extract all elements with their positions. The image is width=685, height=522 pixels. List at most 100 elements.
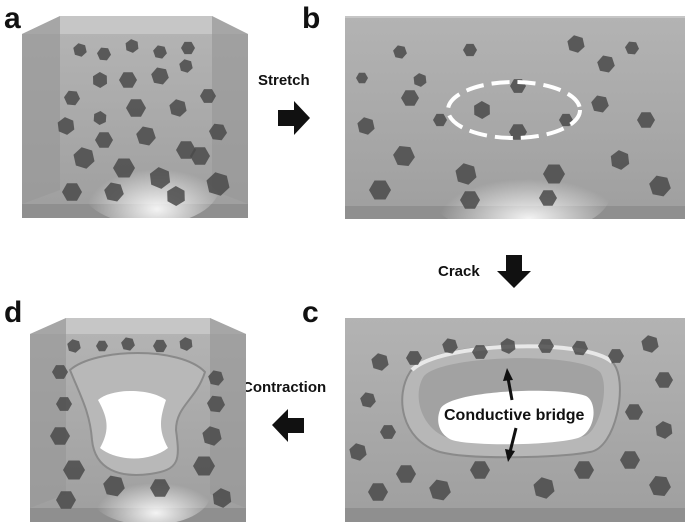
hexagonal-flake — [567, 35, 585, 53]
hexagonal-flake — [207, 395, 225, 413]
hexagonal-flake — [63, 460, 85, 480]
hexagonal-flake — [574, 461, 594, 479]
hexagonal-flake — [369, 180, 391, 200]
hexagonal-flake — [608, 349, 624, 363]
block-a-right-side — [212, 16, 248, 204]
hexagonal-flake — [193, 456, 215, 476]
block-c-bottom-edge — [345, 508, 685, 522]
hexagonal-flake — [433, 113, 447, 127]
hexagonal-flake — [150, 479, 170, 497]
hexagonal-flake — [396, 465, 416, 483]
block-d-left-side — [30, 318, 66, 508]
conductive-bridge-label: Conductive bridge — [444, 407, 585, 424]
hexagonal-flake — [591, 95, 609, 113]
hexagonal-flake — [360, 392, 376, 408]
block-d-top — [30, 318, 246, 334]
bridge-arrowhead-down-icon — [505, 449, 515, 462]
hexagonal-flake — [56, 397, 72, 411]
hexagonal-flake — [620, 451, 640, 469]
highlight-b — [430, 155, 610, 235]
hexagonal-flake — [393, 45, 407, 59]
hexagonal-flake — [67, 339, 81, 353]
hexagonal-flake — [649, 476, 671, 496]
dashed-ellipse-crack-zone — [446, 80, 582, 140]
hexagonal-flake — [597, 55, 615, 73]
hexagonal-flake — [52, 365, 68, 379]
hexagonal-flake — [208, 370, 224, 386]
hexagonal-flake — [121, 337, 135, 351]
hexagonal-flake — [202, 426, 222, 446]
hexagonal-flake — [470, 461, 490, 479]
hexagonal-flake — [125, 39, 139, 53]
hexagonal-flake — [153, 339, 167, 353]
hexagonal-flake — [73, 147, 95, 169]
hexagonal-flake — [655, 372, 673, 388]
contraction-label: Contraction — [242, 379, 326, 396]
hexagonal-flake — [460, 191, 480, 209]
hexagonal-flake — [610, 150, 630, 170]
hexagonal-flake — [96, 340, 108, 352]
hexagonal-flake — [538, 339, 554, 353]
panel-d: d — [4, 296, 246, 522]
flakes-a — [57, 39, 230, 206]
hexagonal-flake — [401, 90, 419, 106]
panel-c: Conductive bridge c — [302, 296, 685, 522]
hexagonal-flake — [533, 477, 555, 499]
hexagonal-flake — [50, 427, 70, 445]
hexagonal-flake — [349, 443, 367, 461]
hexagonal-flake — [151, 67, 169, 85]
hexagonal-flake — [474, 101, 490, 119]
panel-letter-a: a — [4, 2, 21, 35]
hexagonal-flake — [119, 72, 137, 88]
hexagonal-flake — [56, 491, 76, 509]
hexagonal-flake — [429, 479, 451, 501]
hexagonal-flake — [559, 113, 573, 127]
hexagonal-flake — [406, 351, 422, 365]
hexagonal-flake — [169, 99, 187, 117]
hexagonal-flake — [57, 117, 75, 135]
hexagonal-flake — [62, 183, 82, 201]
hexagonal-flake — [206, 172, 230, 196]
hexagonal-flake — [463, 43, 477, 57]
hexagonal-flake — [179, 337, 193, 351]
stretch-step: Stretch — [258, 72, 310, 135]
hexagonal-flake — [371, 353, 389, 371]
block-a-top — [22, 16, 248, 34]
hexagonal-flake — [73, 43, 87, 57]
hexagonal-flake — [181, 41, 195, 55]
hexagonal-flake — [572, 340, 588, 356]
bridge-arrowhead-up-icon — [503, 368, 513, 381]
hexagonal-flake — [179, 59, 193, 73]
hexagonal-flake — [167, 186, 185, 206]
bridge-arrow-up-icon — [506, 377, 514, 401]
crack-opening-d — [98, 391, 168, 459]
hexagonal-flake — [95, 132, 113, 148]
hexagonal-flake — [104, 182, 124, 202]
hexagonal-flake — [200, 89, 216, 103]
hexagonal-flake — [625, 404, 643, 420]
flakes-b — [356, 35, 671, 209]
hexagonal-flake — [212, 488, 232, 508]
hexagonal-flake — [442, 338, 458, 354]
panel-b: b — [302, 2, 685, 235]
hexagonal-flake — [149, 167, 171, 189]
contraction-arrow-icon — [272, 409, 304, 442]
hexagonal-flake — [380, 425, 396, 439]
flakes-d — [50, 337, 232, 509]
hexagonal-flake — [393, 146, 415, 166]
hexagonal-flake — [356, 72, 368, 84]
hexagonal-flake — [500, 338, 516, 354]
hexagonal-flake — [413, 73, 427, 87]
hexagonal-flake — [93, 111, 107, 125]
hexagonal-flake — [625, 41, 639, 55]
hexagonal-flake — [153, 45, 167, 59]
hexagonal-flake — [637, 112, 655, 128]
hexagonal-flake — [472, 345, 488, 359]
hexagonal-flake — [368, 483, 388, 501]
block-d-right-side — [210, 318, 246, 508]
contraction-step: Contraction — [242, 379, 326, 442]
panel-letter-d: d — [4, 296, 22, 329]
hexagonal-flake — [655, 421, 673, 439]
bridge-arrow-down-icon — [508, 427, 518, 453]
hexagonal-flake — [93, 72, 107, 88]
